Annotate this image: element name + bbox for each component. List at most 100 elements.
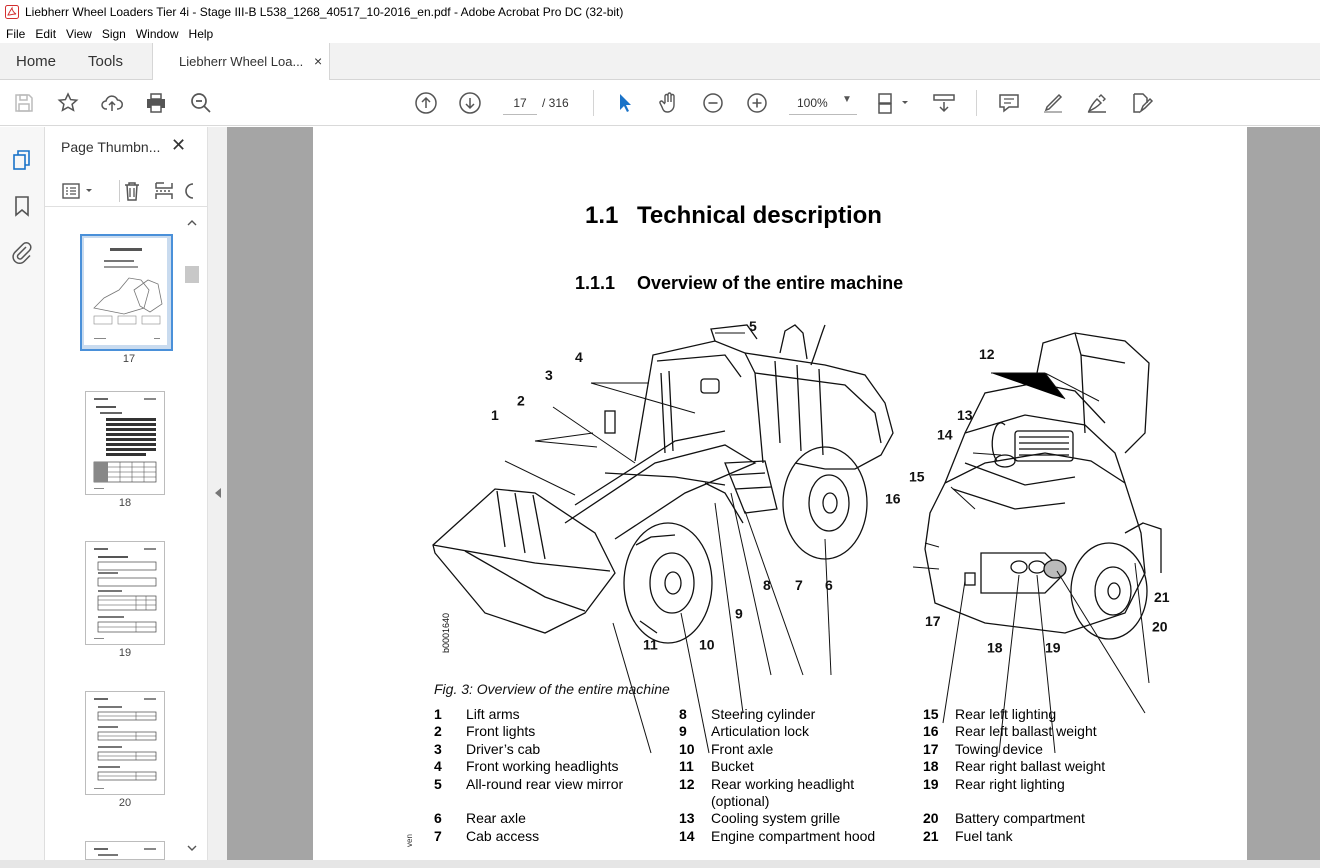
thumbnails-panel: Page Thumbn... ✕ [45,127,207,860]
previous-page-icon[interactable] [414,91,438,115]
panel-toolbar [45,175,207,207]
page-number-input[interactable] [503,91,537,115]
highlight-icon[interactable] [1041,91,1065,115]
side-text-fragment: ven [405,834,414,847]
callout-16: 16 [885,491,901,507]
zoom-in-icon[interactable] [745,91,769,115]
thumbnail-frame [85,541,165,645]
tab-bar: Home Tools Liebherr Wheel Loa... × [0,43,1320,80]
zoom-dropdown[interactable]: 100% ▼ [789,91,857,115]
legend-number: 2 [434,723,442,740]
edit-pdf-icon[interactable] [1129,91,1154,115]
thumbnail-frame [85,691,165,795]
page-thumbnail-17[interactable]: 17 [80,234,173,365]
page-fit-icon[interactable] [876,91,912,115]
legend-number: 17 [923,740,939,757]
legend-text: Steering cylinder [711,706,816,722]
page-thumbnail-partial[interactable] [85,841,165,860]
print-icon[interactable] [144,91,168,115]
wheel-loader-illustration: b0001640 [432,318,1170,754]
menu-item-sign[interactable]: Sign [101,26,126,41]
close-panel-icon[interactable]: ✕ [171,135,187,155]
legend-text: Towing device [955,740,1043,757]
scroll-down-icon[interactable] [187,842,197,856]
page-thumbnails-icon[interactable] [11,149,33,171]
legend-number: 9 [679,723,687,740]
toolbar-separator [593,90,594,116]
legend-item: 8 Steering cylinder [679,706,875,723]
legend-number: 5 [434,775,442,792]
legend-text: Articulation lock [711,723,810,740]
next-page-icon[interactable] [458,91,482,115]
attachments-icon[interactable] [11,241,33,264]
chevron-down-icon: ▼ [842,94,852,105]
thumbnail-label: 17 [122,353,136,365]
menu-item-help[interactable]: Help [188,26,214,41]
thumbnail-options-icon[interactable] [61,181,95,204]
menu-item-edit[interactable]: Edit [35,26,57,41]
tab-home[interactable]: Home [16,53,57,70]
tab-document[interactable]: Liebherr Wheel Loa... × [152,43,330,80]
subsection-number: 1.1.1 [575,273,616,293]
menu-bar: File Edit View Sign Window Help [0,24,1320,43]
save-icon[interactable] [12,91,36,115]
menu-item-file[interactable]: File [6,26,26,41]
upload-icon[interactable] [100,91,124,115]
bookmark-star-icon[interactable] [56,91,80,115]
select-cursor-icon[interactable] [613,91,637,115]
callout-5: 5 [749,318,757,334]
legend-text: (optional) [711,793,770,810]
close-tab-icon[interactable]: × [314,53,323,69]
delete-icon[interactable] [121,180,143,205]
thumbnail-frame [85,841,165,860]
legend-text: Engine compartment hood [711,827,876,844]
panel-splitter[interactable] [207,127,227,860]
legend-item [434,793,623,810]
bookmarks-icon[interactable] [11,195,33,217]
rotate-icon[interactable] [185,180,195,205]
sign-icon[interactable] [1085,91,1109,115]
tab-tools[interactable]: Tools [88,53,124,70]
legend-text: Lift arms [466,706,520,722]
legend-number: 21 [923,827,939,844]
hand-icon[interactable] [657,91,681,115]
comment-icon[interactable] [997,91,1021,115]
zoom-out-icon[interactable] [701,91,725,115]
legend-item: (optional) [679,793,875,810]
callout-14: 14 [937,427,953,443]
legend-item [923,793,1105,810]
zoom-search-icon[interactable] [189,91,213,115]
thumbnail-frame [80,234,173,351]
legend-number: 6 [434,810,442,827]
menu-item-window[interactable]: Window [135,26,179,41]
panel-separator [119,180,120,202]
page-thumbnail-18[interactable]: 18 [85,391,165,509]
document-tab-label: Liebherr Wheel Loa... [179,54,304,69]
toolbar-separator [976,90,977,116]
page-thumbnail-20[interactable]: 20 [85,691,165,809]
scroll-thumb[interactable] [185,266,199,283]
page-thumbnail-19[interactable]: 19 [85,541,165,659]
callout-21: 21 [1154,589,1170,605]
scroll-mode-icon[interactable] [932,91,956,115]
legend-number: 12 [679,775,695,792]
collapse-panel-icon[interactable] [214,487,222,501]
section-title: Technical description [637,202,882,229]
legend-number: 1 [434,706,442,722]
scroll-up-icon[interactable] [187,218,197,231]
menu-item-view[interactable]: View [66,26,92,41]
thumbnail-scrollbar[interactable] [183,218,201,858]
legend-number [923,793,955,810]
extract-pages-icon[interactable] [153,180,175,205]
legend-number: 8 [679,706,687,722]
